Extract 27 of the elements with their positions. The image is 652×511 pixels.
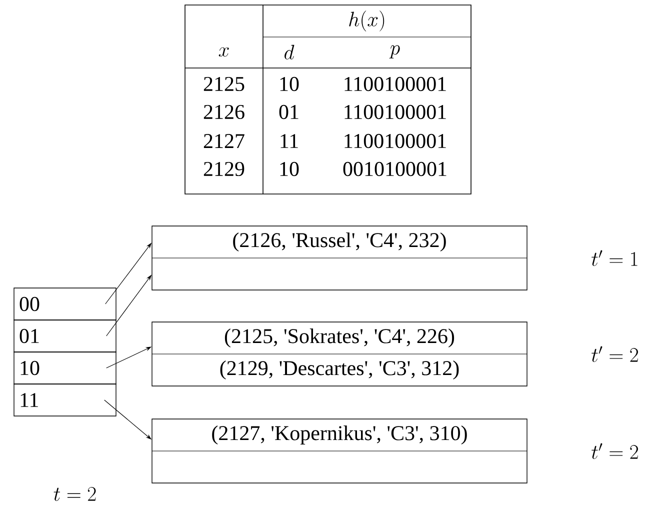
table-cell: 10: [280, 76, 299, 92]
column-header: $d$: [284, 44, 294, 60]
table-cell: 11: [280, 134, 298, 148]
bucket-box: (2127, 'Kopernikus', 'C3', 310): [152, 418, 528, 484]
variable-label: $t = 2$: [54, 486, 96, 501]
table-cell: 2126: [204, 104, 244, 120]
table-cell: 0010100001: [343, 162, 446, 176]
directory-cell: 00: [14, 288, 116, 320]
table-cell: 1100100001: [344, 104, 446, 120]
bucket-box: (2125, 'Sokrates', 'C4', 226) (2129, 'Descartes', 'C3', 312): [152, 322, 528, 386]
column-header: $x$: [218, 47, 229, 57]
column-header: $h(x)$: [349, 10, 384, 32]
table-cell: 2129: [204, 162, 244, 176]
table-cell: 2127: [204, 134, 244, 148]
table-cell: 10: [280, 162, 299, 176]
bucket-label: $t' = 1$: [592, 250, 638, 266]
bucket-label: $t' = 2$: [592, 443, 638, 459]
directory-cell: 11: [14, 384, 116, 416]
bucket-label: $t' = 2$: [592, 346, 638, 362]
table-cell: 1100100001: [344, 134, 446, 148]
table-cell: 1100100001: [344, 76, 446, 92]
directory-cell: 10: [14, 352, 116, 384]
column-header: $p$: [389, 45, 400, 58]
table-cell: 2125: [204, 76, 244, 92]
bucket-box: (2126, 'Russel', 'C4', 232): [152, 226, 528, 290]
table-cell: 01: [279, 104, 298, 120]
directory-cell: 01: [14, 320, 116, 352]
